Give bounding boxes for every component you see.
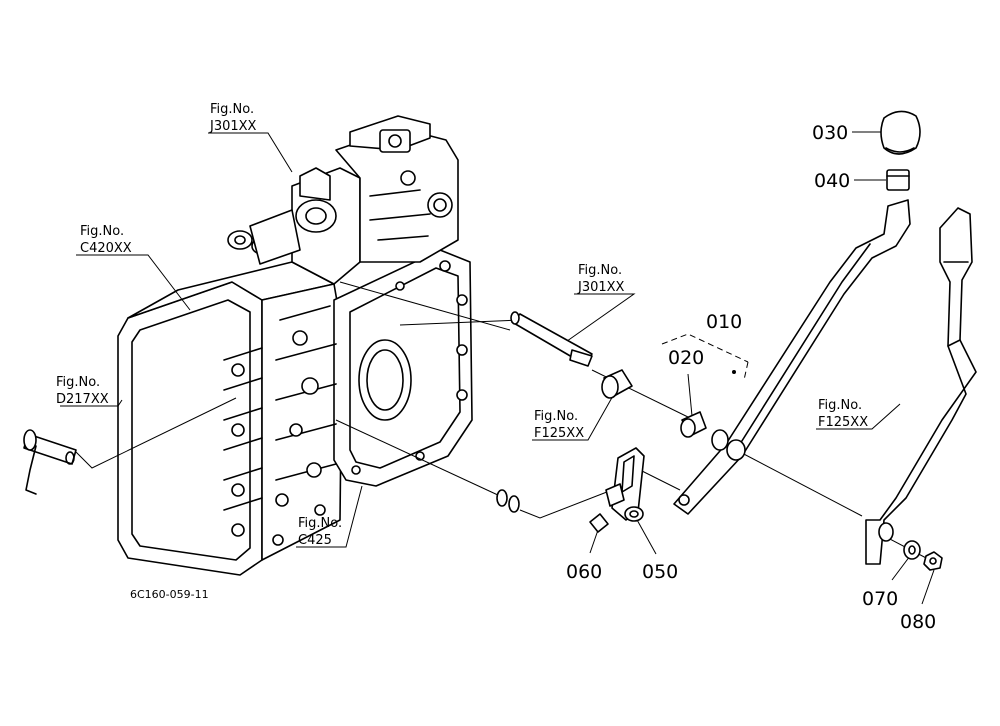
svg-text:Fig.No.: Fig.No. xyxy=(210,102,254,117)
part-shift-pin xyxy=(23,429,77,495)
fig-ref-f125-bush: Fig.No. F125XX xyxy=(534,409,584,441)
part-number-050: 050 xyxy=(642,561,678,583)
svg-text:F125XX: F125XX xyxy=(534,426,584,441)
assembly-bracket-010 xyxy=(661,333,749,381)
part-shaft xyxy=(510,311,593,367)
part-f125-lever xyxy=(865,207,977,565)
transmission-housing xyxy=(117,115,473,576)
part-number-080: 080 xyxy=(900,611,936,633)
svg-text:J301XX: J301XX xyxy=(577,280,625,295)
fig-ref-c420: Fig.No. C420XX xyxy=(80,224,132,256)
svg-text:D217XX: D217XX xyxy=(56,392,109,407)
fig-ref-d217: Fig.No. D217XX xyxy=(56,375,109,407)
svg-text:Fig.No.: Fig.No. xyxy=(534,409,578,424)
svg-text:Fig.No.: Fig.No. xyxy=(818,398,862,413)
svg-text:F125XX: F125XX xyxy=(818,415,868,430)
part-bushing xyxy=(601,369,633,399)
svg-text:Fig.No.: Fig.No. xyxy=(56,375,100,390)
part-070-washer xyxy=(878,522,921,560)
fig-ref-c425: Fig.No. C425 xyxy=(298,516,342,548)
part-080-nut xyxy=(923,551,943,571)
fig-ref-j301-top: Fig.No. J301XX xyxy=(209,102,257,134)
svg-text:J301XX: J301XX xyxy=(209,119,257,134)
part-030-knob xyxy=(880,110,921,155)
svg-text:C420XX: C420XX xyxy=(80,241,132,256)
svg-text:Fig.No.: Fig.No. xyxy=(80,224,124,239)
part-060-pin xyxy=(589,513,609,533)
part-020-collar xyxy=(680,411,707,438)
part-050-lever-arm xyxy=(605,447,645,522)
svg-text:Fig.No.: Fig.No. xyxy=(578,263,622,278)
fig-ref-j301-shaft: Fig.No. J301XX xyxy=(577,263,625,295)
part-o-rings xyxy=(496,489,520,513)
drawing-code: 6C160-059-11 xyxy=(130,588,209,601)
fig-ref-f125-lever: Fig.No. F125XX xyxy=(818,398,868,430)
part-number-070: 070 xyxy=(862,588,898,610)
assembly-axes xyxy=(335,281,931,561)
part-number-060: 060 xyxy=(566,561,602,583)
part-number-020: 020 xyxy=(668,347,704,369)
reference-leaders xyxy=(60,131,935,605)
svg-text:Fig.No.: Fig.No. xyxy=(298,516,342,531)
svg-text:C425: C425 xyxy=(298,533,332,548)
part-number-010: 010 xyxy=(706,311,742,333)
part-040-grommet xyxy=(886,169,910,191)
part-number-040: 040 xyxy=(814,170,850,192)
part-010-shift-lever xyxy=(673,199,911,515)
part-number-030: 030 xyxy=(812,122,848,144)
